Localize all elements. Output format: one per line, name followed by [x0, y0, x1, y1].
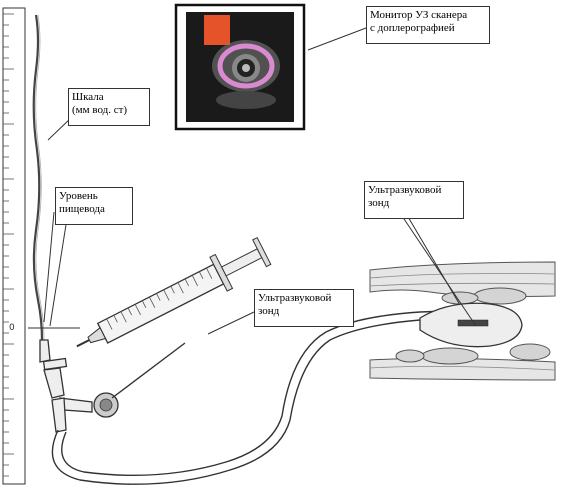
doppler-color-patch: [204, 15, 230, 45]
monitor-label: Монитор УЗ сканера с доплерографией: [366, 6, 490, 44]
syringe: [76, 236, 272, 348]
scale-zero-mark: 0: [9, 323, 15, 333]
three-way-valve: [39, 339, 93, 433]
esophagus-level-label-line2: пищевода: [59, 203, 105, 215]
esophagus-level-label: Уровень пищевода: [55, 187, 133, 225]
syringe-tick: [198, 271, 204, 279]
probe-label-mid-line1: Ультразвуковой: [258, 292, 332, 304]
ultrasound-probe: [419, 302, 523, 348]
esophagus-level-label-line1: Уровень: [59, 190, 98, 202]
syringe-tick: [106, 318, 113, 330]
probe-label-top: Ультразвуковой зонд: [364, 181, 464, 219]
syringe-tick: [206, 267, 213, 279]
manometer-tube: [32, 14, 44, 341]
scale-label-line2: (мм вод. ст): [72, 104, 128, 116]
syringe-tick: [177, 282, 184, 294]
scale-ticks: [3, 13, 14, 477]
probe-label-mid: Ультразвуковой зонд: [254, 289, 354, 327]
syringe-tick: [156, 293, 161, 301]
syringe-tick: [149, 296, 156, 308]
side-port: [93, 342, 186, 418]
syringe-tick: [120, 311, 127, 323]
probe-label-top-line2: зонд: [368, 197, 390, 209]
scale-label: Шкала (мм вод. ст): [68, 88, 150, 126]
syringe-tick: [191, 275, 198, 287]
syringe-tick: [163, 289, 170, 301]
ultrasound-monitor: [174, 3, 306, 131]
syringe-tick: [113, 315, 118, 323]
syringe-tick: [127, 307, 133, 316]
monitor-label-line1: Монитор УЗ сканера: [370, 9, 468, 21]
esophagus-wall: [369, 261, 556, 381]
scale-label-line1: Шкала: [72, 91, 104, 103]
syringe-tick: [141, 300, 147, 308]
manometer-scale: 0: [2, 7, 26, 485]
monitor-label-line2: с доплерографией: [370, 22, 455, 34]
syringe-tick: [134, 304, 141, 316]
catheter-tube: [51, 317, 476, 485]
probe-label-mid-line2: зонд: [258, 305, 280, 317]
leader-lines: [43, 27, 477, 335]
probe-label-top-line1: Ультразвуковой: [368, 184, 442, 196]
syringe-tick: [170, 285, 175, 294]
syringe-tick: [184, 278, 190, 287]
